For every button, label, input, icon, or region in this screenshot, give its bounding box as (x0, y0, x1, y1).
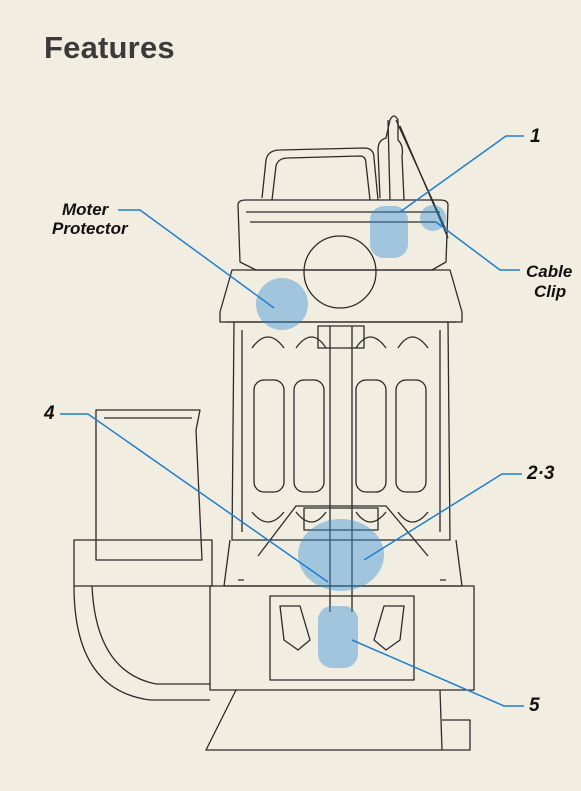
motor-protector-highlight (256, 278, 308, 330)
leader-lines (60, 135, 524, 707)
feature-2-3-highlight (298, 519, 384, 591)
page-title: Features (44, 30, 175, 65)
feature-1-highlight (370, 206, 408, 258)
leader-line-cable-clip (435, 221, 520, 271)
leader-line-5 (351, 639, 524, 707)
feature-highlights (256, 205, 446, 668)
leader-line-moter-protector (118, 209, 275, 309)
callout-cable-clip-line1: Cable (526, 262, 573, 281)
callout-4: 4 (44, 403, 55, 424)
callout-2-3: 2·3 (527, 463, 555, 484)
feature-5-highlight (318, 606, 358, 668)
callout-moter-protector-line1: Moter (62, 200, 109, 219)
leader-line-1 (399, 135, 524, 213)
callout-cable-clip-line2: Clip (534, 282, 567, 301)
leader-line-2-3 (363, 473, 522, 561)
callout-moter-protector-line2: Protector (52, 219, 128, 238)
pump-outline (73, 115, 475, 751)
leader-line-4 (60, 413, 329, 583)
callout-5: 5 (529, 695, 540, 716)
callout-1: 1 (530, 126, 541, 147)
